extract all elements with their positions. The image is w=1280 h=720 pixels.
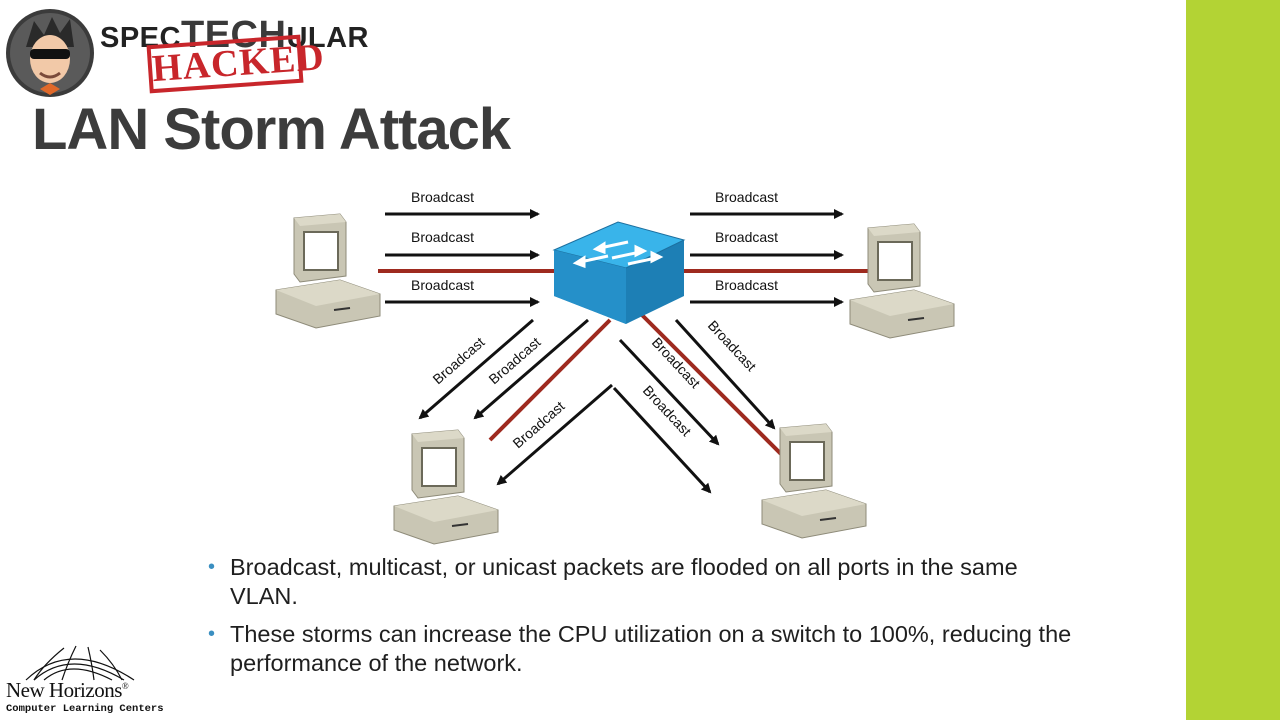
new-horizons-subtitle: Computer Learning Centers — [6, 703, 164, 715]
broadcast-label: Broadcast — [411, 189, 474, 205]
computer-bottom-left-icon — [393, 429, 499, 545]
new-horizons-globe-icon — [25, 645, 135, 681]
arrow-diag-1 — [418, 318, 534, 420]
arrow-diag-6 — [674, 318, 776, 430]
broadcast-label: Broadcast — [411, 277, 474, 293]
lan-storm-diagram: Broadcast Broadcast Broadcast Broadcast … — [275, 189, 955, 545]
broadcast-label: Broadcast — [715, 277, 778, 293]
computer-bottom-right-icon — [761, 423, 867, 539]
arrow-diag-3 — [496, 383, 613, 486]
slide-title: LAN Storm Attack — [32, 97, 511, 162]
broadcast-label: Broadcast — [411, 229, 474, 245]
bullet-dot-icon: • — [208, 623, 216, 645]
accent-sidebar — [1186, 0, 1280, 720]
computer-top-right-icon — [849, 223, 955, 339]
broadcast-arrows — [385, 209, 844, 494]
bullet-list: •Broadcast, multicast, or unicast packet… — [208, 553, 1088, 687]
broadcast-label: Broadcast — [715, 189, 778, 205]
link-bottom-left — [488, 318, 612, 442]
broadcast-label: Broadcast — [705, 317, 760, 374]
link-bottom-right — [640, 313, 797, 470]
broadcast-label: Broadcast — [429, 334, 487, 388]
arrow-diag-5 — [612, 386, 712, 494]
arrow-diag-4 — [618, 338, 720, 446]
broadcast-label: Broadcast — [715, 229, 778, 245]
switch-icon — [552, 221, 686, 324]
brand-wordmark: SPECTECHULAR — [100, 14, 369, 56]
new-horizons-name: New Horizons® — [6, 678, 129, 702]
bullet-item: •These storms can increase the CPU utili… — [208, 621, 1072, 676]
arrow-diag-2 — [473, 318, 589, 420]
broadcast-label: Broadcast — [485, 334, 543, 388]
computer-top-left-icon — [275, 213, 381, 329]
bullet-item: •Broadcast, multicast, or unicast packet… — [208, 554, 1018, 609]
broadcast-label: Broadcast — [509, 398, 567, 452]
brand-logo: SPECTECHULAR HACKED — [0, 0, 400, 105]
bullet-dot-icon: • — [208, 556, 216, 578]
network-links — [378, 269, 875, 470]
broadcast-labels: Broadcast Broadcast Broadcast Broadcast … — [411, 189, 778, 451]
hacker-avatar-icon — [6, 9, 94, 97]
